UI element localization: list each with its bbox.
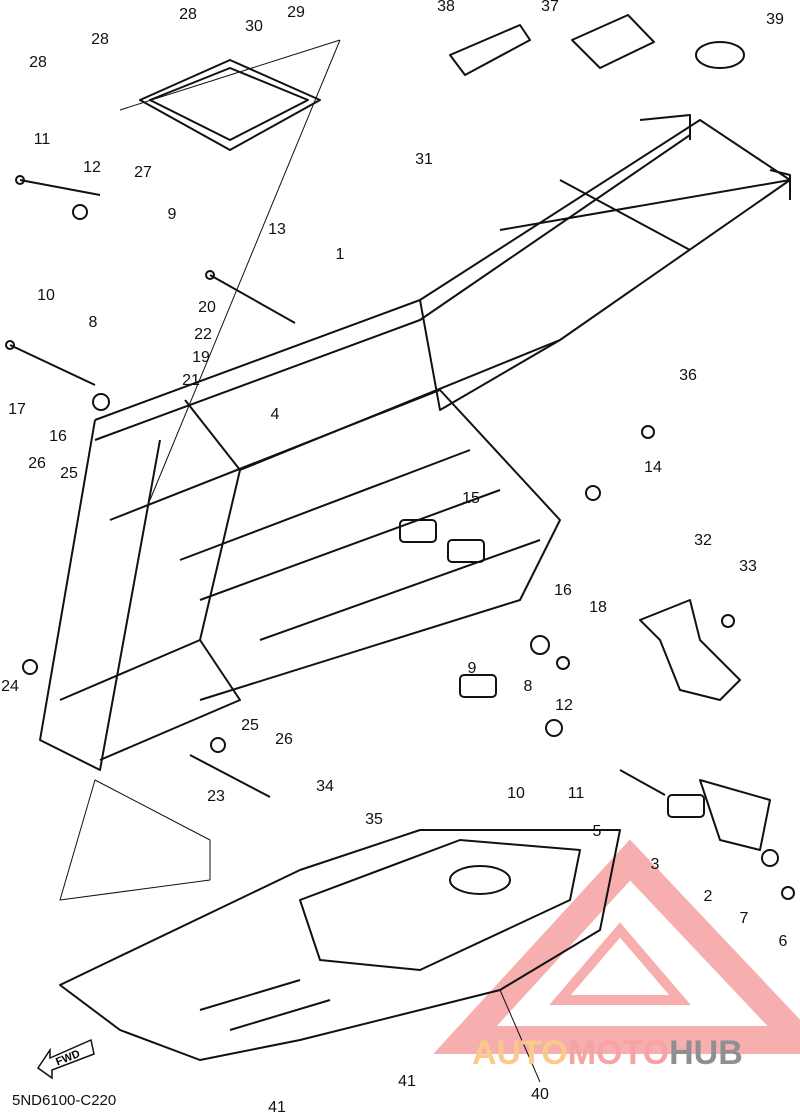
callout-part-number[interactable]: 38 [437,0,455,15]
watermark-logo-icon [433,839,800,1054]
callout-part-number[interactable]: 13 [268,221,286,238]
callout-part-number[interactable]: 5 [592,823,602,840]
callout-part-number[interactable]: 28 [179,6,197,23]
fwd-label: FWD [54,1048,82,1069]
callout-part-number[interactable]: 6 [778,933,788,950]
callout-part-number[interactable]: 31 [415,151,433,168]
callout-part-number[interactable]: 16 [49,428,67,445]
fwd-arrow-icon: FWD [36,1038,95,1080]
callout-part-number[interactable]: 41 [268,1099,286,1116]
callout-part-number[interactable]: 26 [28,455,46,472]
callout-part-number[interactable]: 1 [335,246,345,263]
callout-part-number[interactable]: 28 [29,54,47,71]
callout-part-number[interactable]: 18 [589,599,607,616]
callout-part-number[interactable]: 37 [541,0,559,15]
callout-part-number[interactable]: 34 [316,778,334,795]
watermark-auto: AUTO [472,1034,568,1072]
callout-part-number[interactable]: 29 [287,4,305,21]
callout-part-number[interactable]: 11 [33,131,51,148]
callout-part-number[interactable]: 3 [650,856,660,873]
callout-part-number[interactable]: 20 [198,299,216,316]
callout-part-number[interactable]: 19 [192,349,210,366]
callout-part-number[interactable]: 7 [739,910,749,927]
callout-part-number[interactable]: 16 [554,582,572,599]
callout-part-number[interactable]: 26 [275,731,293,748]
callout-part-number[interactable]: 9 [167,206,177,223]
callout-part-number[interactable]: 30 [245,18,263,35]
callout-part-number[interactable]: 39 [766,11,784,28]
callout-part-number[interactable]: 8 [88,314,98,331]
callout-part-number[interactable]: 8 [523,678,533,695]
callout-part-number[interactable]: 24 [1,678,19,695]
callout-part-number[interactable]: 21 [182,372,200,389]
callout-part-number[interactable]: 17 [8,401,26,418]
callout-part-number[interactable]: 27 [134,164,152,181]
callout-part-number[interactable]: 11 [567,785,585,802]
callout-part-number[interactable]: 25 [241,717,259,734]
callout-part-number[interactable]: 10 [37,287,55,304]
callout-part-number[interactable]: 28 [91,31,109,48]
callout-part-number[interactable]: 14 [644,459,662,476]
callout-part-number[interactable]: 2 [703,888,713,905]
callout-part-number[interactable]: 15 [462,490,480,507]
callout-part-number[interactable]: 32 [694,532,712,549]
callout-part-number[interactable]: 23 [207,788,225,805]
callout-part-number[interactable]: 22 [194,326,212,343]
callout-part-number[interactable]: 33 [739,558,757,575]
watermark-hub: HUB [669,1034,743,1072]
callout-part-number[interactable]: 9 [467,660,477,677]
callout-part-number[interactable]: 40 [531,1086,549,1103]
diagram-code: 5ND6100-C220 [12,1092,117,1109]
callout-part-number[interactable]: 25 [60,465,78,482]
callout-part-number[interactable]: 41 [398,1073,416,1090]
callout-part-number[interactable]: 35 [365,811,383,828]
watermark: AUTOMOTOHUB [472,1036,743,1070]
watermark-moto: MOTO [567,1034,670,1072]
callout-part-number[interactable]: 4 [270,406,280,423]
callout-part-number[interactable]: 10 [507,785,525,802]
callout-part-number[interactable]: 36 [679,367,697,384]
callout-part-number[interactable]: 12 [555,697,573,714]
callout-part-number[interactable]: 12 [83,159,101,176]
